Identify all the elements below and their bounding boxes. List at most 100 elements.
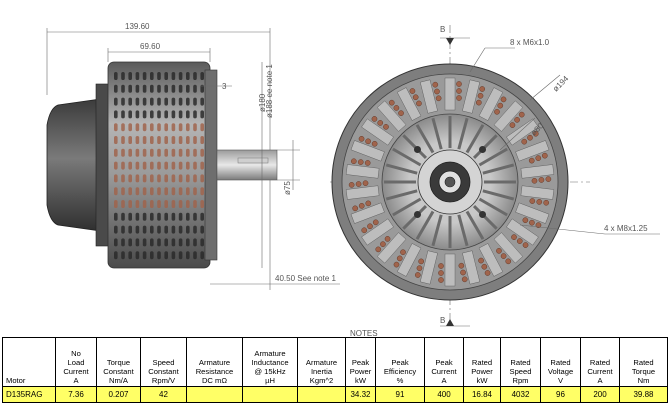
- coil-tooth: [462, 79, 480, 114]
- vent-slot: [150, 84, 154, 93]
- vent-slot: [135, 251, 140, 260]
- vent-slot: [142, 212, 147, 221]
- vent-slot: [150, 187, 154, 196]
- vent-slot: [193, 251, 197, 260]
- header-line: Nm: [637, 375, 650, 385]
- coil-winding: [362, 180, 369, 186]
- dim-shaft-length: 40.50 See note 1: [275, 274, 336, 283]
- coil-winding: [350, 158, 357, 165]
- vent-slot: [135, 200, 140, 208]
- bolt-hole: [479, 145, 487, 153]
- coil-tooth: [420, 250, 438, 285]
- coil-group: [438, 253, 456, 287]
- vent-slot: [200, 174, 204, 183]
- vent-slot: [150, 110, 154, 119]
- rotor-spoke: [431, 117, 443, 150]
- header-line: Load: [67, 357, 85, 367]
- vent-slot: [186, 84, 190, 93]
- coil-tooth: [350, 202, 385, 224]
- coil-winding: [371, 140, 378, 147]
- vent-slot: [171, 110, 176, 119]
- vent-slot: [186, 251, 190, 260]
- vent-slot: [128, 225, 132, 234]
- vent-slot: [200, 123, 204, 132]
- vent-slot: [164, 110, 168, 119]
- coil-winding: [500, 96, 507, 103]
- vent-slot: [128, 238, 132, 247]
- vent-slot: [121, 136, 125, 144]
- vent-slot: [193, 174, 197, 183]
- vent-slot: [135, 212, 140, 221]
- vent-slot: [200, 161, 204, 170]
- vent-slot: [193, 72, 197, 80]
- coil-winding: [416, 100, 422, 107]
- rotor-spokes: [384, 116, 516, 248]
- coil-winding: [400, 249, 406, 255]
- value-cell: 400: [424, 385, 464, 404]
- coil-group: [350, 200, 385, 224]
- header-line: Rated: [633, 357, 654, 367]
- coil-tooth: [520, 185, 555, 200]
- coil-winding: [415, 272, 421, 278]
- coil-winding: [516, 238, 523, 244]
- rotor-spoke: [457, 117, 469, 150]
- vent-slot: [121, 123, 125, 132]
- vent-slot: [114, 174, 118, 183]
- value-cell: [186, 385, 243, 404]
- dim-shaft-dia: ø75: [283, 181, 292, 195]
- coil-tooth: [444, 77, 456, 111]
- vent-slot: [114, 161, 118, 170]
- vent-slot: [178, 174, 183, 183]
- vent-slot: [142, 225, 147, 234]
- vent-slot: [186, 123, 190, 132]
- coil-winding: [535, 155, 542, 161]
- coil-winding: [409, 88, 416, 94]
- coil-tooth: [350, 140, 385, 162]
- vent-slot: [114, 225, 118, 234]
- coil-winding: [522, 242, 529, 248]
- vent-slot: [128, 136, 132, 144]
- vent-slot: [164, 123, 168, 132]
- coil-group: [444, 77, 462, 111]
- coil-winding: [364, 160, 371, 166]
- vent-slot: [164, 161, 168, 170]
- coil-winding: [367, 223, 373, 230]
- vent-slot: [186, 174, 190, 183]
- bolt-hole: [413, 145, 421, 153]
- coil-winding: [435, 95, 442, 102]
- coil-winding: [396, 255, 403, 262]
- vent-slot: [135, 110, 140, 119]
- vent-slot: [200, 187, 204, 196]
- side-view: 139.60 69.60 3 ø188 ee note 1 ø180 ø75 4…: [46, 22, 340, 290]
- coil-group: [420, 79, 442, 114]
- vent-slot: [135, 84, 140, 93]
- coil-winding: [500, 253, 507, 259]
- vent-slot: [171, 200, 176, 208]
- vent-slot: [200, 200, 204, 208]
- shaft: [216, 149, 278, 181]
- vent-slot: [193, 225, 197, 234]
- rotor-spoke: [402, 204, 428, 230]
- vent-slot: [121, 212, 125, 221]
- dim-rear-holes: 4 x M8x1.25: [604, 224, 648, 233]
- stator-coils: [345, 77, 555, 287]
- coil-winding: [529, 198, 536, 204]
- coil-tooth: [515, 202, 550, 224]
- coil-group: [506, 218, 539, 248]
- vent-slot: [186, 72, 190, 80]
- header-line: %: [396, 375, 404, 385]
- vent-slot: [171, 84, 176, 93]
- ventilation-slots: [114, 72, 204, 260]
- section-marker-bottom: B: [440, 316, 445, 325]
- value-cell: 39.88: [619, 385, 668, 404]
- coil-group: [345, 180, 380, 200]
- vent-slot: [178, 161, 183, 170]
- coil-tooth: [478, 87, 504, 121]
- header-line: Peak: [391, 357, 409, 367]
- coil-tooth: [462, 250, 480, 285]
- header-line: Peak: [351, 357, 370, 367]
- coil-group: [396, 87, 422, 121]
